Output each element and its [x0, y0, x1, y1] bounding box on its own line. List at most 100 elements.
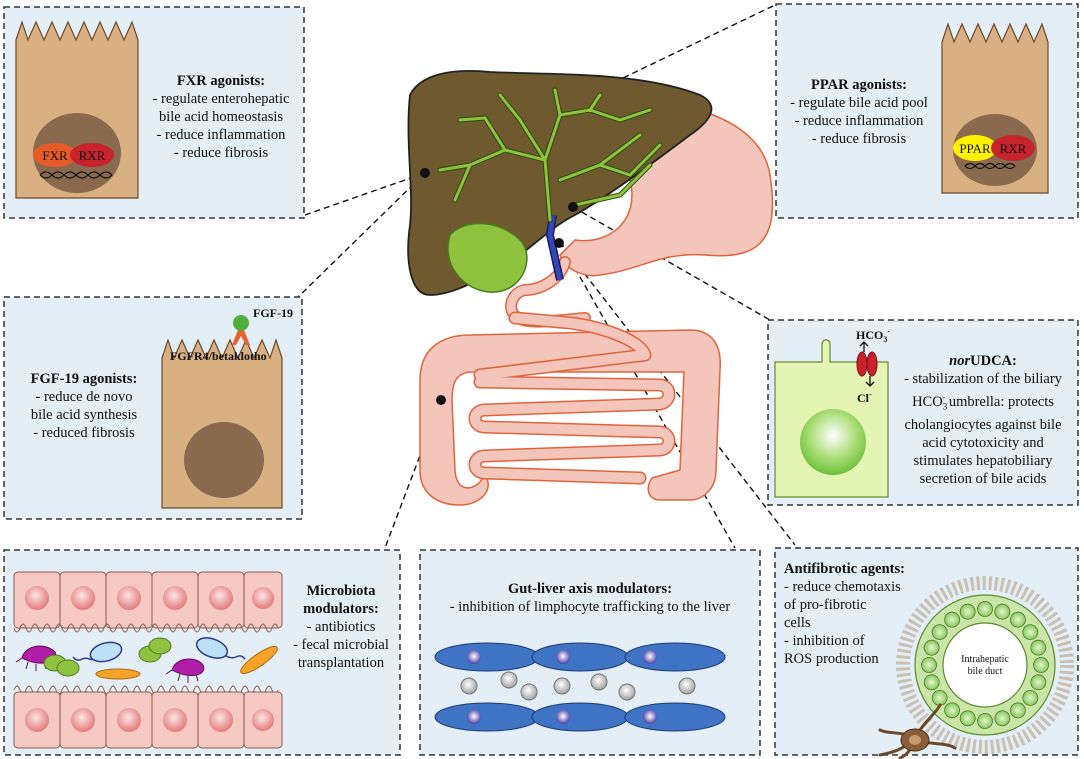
fxr-receptor [33, 143, 77, 167]
pro-fibrotic-cell [878, 703, 957, 759]
microbiota-title: Microbiota [306, 583, 376, 599]
nucleus [800, 409, 866, 475]
antifibrotic-line: - inhibition of [784, 633, 865, 649]
duct-cell [944, 611, 960, 628]
rxr-receptor [991, 135, 1035, 161]
duct-cell [1033, 657, 1049, 673]
norudca-line: acid cytotoxicity and [922, 434, 1044, 451]
antifibrotic-line: cells [784, 615, 811, 631]
ppar-label: PPAR [959, 141, 991, 156]
fxr-title: FXR agonists: [176, 73, 266, 89]
ppar-line: - reduce fibrosis [811, 131, 907, 147]
ppar-receptor [953, 135, 997, 161]
cl-ion-label: Cl [857, 391, 870, 405]
norudca-line: stimulates hepatobiliary [913, 452, 1053, 469]
duct-cell [944, 702, 960, 719]
rxr-receptor [70, 143, 114, 167]
antifibrotic-title: Antifibrotic agents: [784, 561, 905, 577]
norudca-line: cholangiocytes against bile [904, 416, 1062, 433]
duct-cell [1010, 611, 1026, 628]
circulating-cells [460, 671, 696, 701]
epithelial-cells-bottom [13, 685, 283, 749]
duct-cell [1022, 624, 1039, 640]
norudca-title-rest: UDCA: [970, 353, 1017, 369]
nucleus [184, 422, 264, 498]
intestinal-epithelium [13, 571, 283, 749]
ppar-line: - regulate bile acid pool [790, 95, 928, 111]
endothelial-row-bottom [434, 702, 726, 732]
duct-cell [923, 639, 940, 656]
norudca-line: - stabilization of the biliary [904, 371, 1062, 387]
fxr-text: FXR agonists: - regulate enterohepatic b… [138, 72, 304, 162]
duct-cell [921, 657, 937, 673]
duct-cell [931, 624, 948, 640]
fgfr4-label: FGFR4/betaklotho [170, 349, 267, 363]
norudca-line: HCO3- umbrella: protects [912, 392, 1054, 412]
fgf19-ligand-label: FGF-19 [253, 306, 293, 320]
duct-cell [959, 710, 976, 727]
rxr-label: RXR [79, 148, 106, 163]
fgfr4-receptor [232, 330, 250, 345]
fxr-line: - regulate enterohepatic [152, 91, 290, 107]
norudca-title: norUDCA: [888, 352, 1078, 370]
fgf19-title: FGF-19 agonists: [30, 371, 138, 387]
fgf19-line: - reduced fibrosis [33, 425, 135, 441]
duct-label-line1: Intrahepatic [961, 654, 1009, 665]
fgf19-line: bile acid synthesis [30, 407, 138, 423]
fgf19-line: - reduce de novo [35, 389, 133, 405]
duct-cell [1030, 674, 1047, 691]
microbiota-title: modulators: [303, 601, 379, 617]
norudca-text: norUDCA: - stabilization of the biliary … [888, 352, 1078, 488]
ppar-title: PPAR agonists: [811, 77, 907, 93]
lymphocytes [434, 642, 726, 732]
antifibrotic-line: ROS production [784, 651, 879, 667]
microbes [15, 637, 278, 683]
fxr-label: FXR [42, 148, 68, 163]
fgf19-hepatocyte: FGF-19 FGFR4/betaklotho [161, 306, 293, 509]
rxr-label: RXR [1000, 141, 1027, 156]
connection-dots [420, 168, 578, 405]
organs [407, 70, 774, 506]
endothelial-row-top [434, 642, 726, 672]
svg-text:Cl-: Cl- [857, 390, 872, 405]
duct-cell [994, 603, 1011, 620]
duct-cell [1030, 639, 1047, 656]
microbiota-line: - antibiotics [306, 619, 376, 635]
fxr-line: - reduce inflammation [156, 127, 286, 143]
epithelial-cells-top [13, 571, 283, 633]
ppar-text: PPAR agonists: - regulate bile acid pool… [776, 76, 942, 148]
duct-cell [977, 601, 993, 617]
gallbladder [447, 222, 528, 293]
norudca-line: secretion of bile acids [919, 470, 1047, 487]
microbiota-text: Microbiota modulators: - antibiotics - f… [282, 582, 400, 672]
fxr-line: bile acid homeostasis [158, 109, 284, 125]
antifibrotic-line: of pro-fibrotic [784, 597, 867, 613]
duct-cell [923, 674, 940, 691]
norudca-title-nor: nor [949, 353, 971, 369]
duct-cell [1010, 702, 1026, 719]
microbiota-line: - fecal microbial [293, 637, 389, 653]
antifibrotic-text: Antifibrotic agents: - reduce chemotaxis… [784, 560, 934, 668]
cholangiocyte: HCO3- Cl- [774, 327, 890, 498]
antifibrotic-line: - reduce chemotaxis [784, 579, 901, 595]
gutliver-text: Gut-liver axis modulators: - inhibition … [420, 580, 760, 616]
svg-text:HCO3-: HCO3- [856, 327, 890, 344]
fxr-line: - reduce fibrosis [173, 145, 269, 161]
fxr-hepatocyte: FXR RXR [15, 20, 139, 199]
small-intestine [468, 311, 676, 485]
duct-cell [977, 713, 993, 729]
fgf19-text: FGF-19 agonists: - reduce de novo bile a… [6, 370, 162, 442]
duct-cell [994, 710, 1011, 727]
intrahepatic-bile-duct: Intrahepatic bile duct [878, 576, 1074, 759]
hco3-ion-label: HCO [856, 328, 883, 342]
duct-cell [1022, 690, 1039, 706]
gutliver-title: Gut-liver axis modulators: [507, 581, 673, 597]
microbiota-line: transplantation [297, 655, 385, 671]
ppar-hepatocyte: PPAR RXR [941, 22, 1049, 194]
fgf19-ligand [233, 315, 249, 331]
transporter [856, 351, 868, 377]
gutliver-line: - inhibition of limphocyte trafficking t… [449, 599, 731, 615]
duct-cell [931, 690, 948, 706]
duct-cell [959, 603, 976, 620]
